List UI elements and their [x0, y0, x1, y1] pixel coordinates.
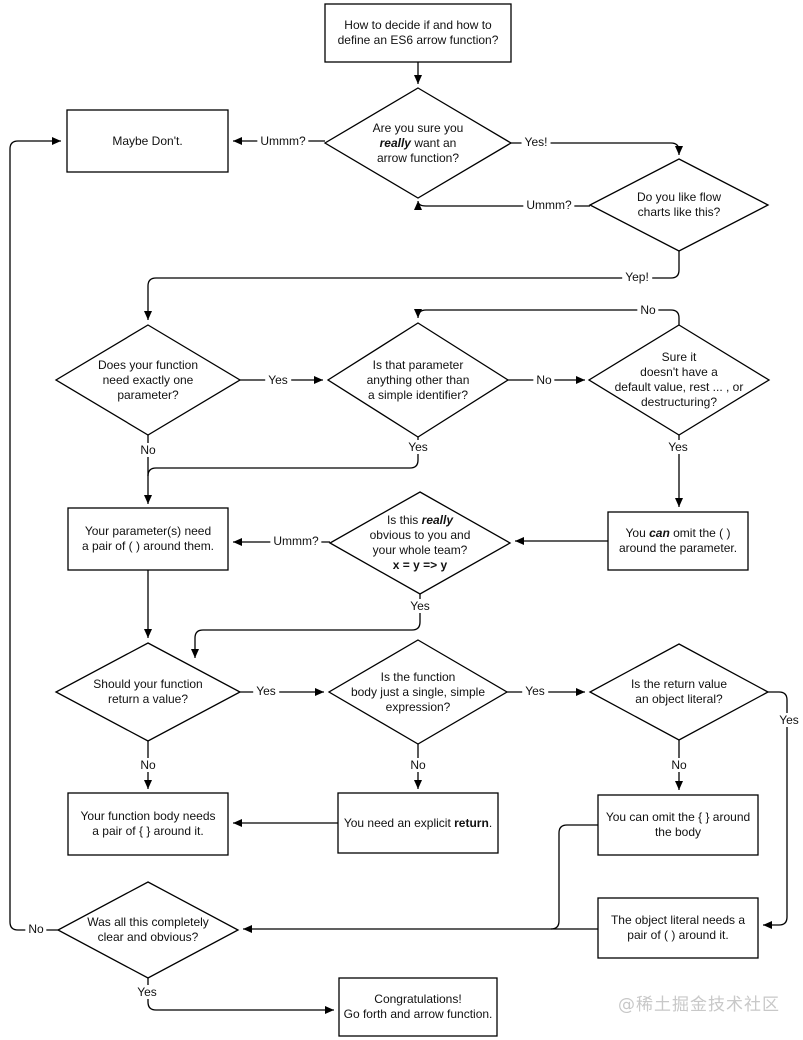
edge-label-ummm-3: Ummm? [270, 534, 322, 548]
watermark-text: @稀土掘金技术社区 [618, 995, 780, 1015]
connector-ummm-back-to-want-arrow [414, 200, 590, 211]
edge-label-yes-no-default: Yes [665, 440, 691, 454]
connector-yes-obvious-to-return-value [191, 594, 421, 658]
node-like-flowcharts-diamond [588, 158, 770, 252]
node-param-not-simple-diamond [326, 322, 510, 438]
node-need-braces-box [67, 792, 229, 856]
congrats-text: Congratulations!Go forth and arrow funct… [343, 992, 493, 1021]
edge-label-no-clear: No [25, 922, 47, 936]
node-can-omit-parens-box [607, 511, 749, 571]
edge-label-yes-return: Yes [253, 684, 279, 698]
edge-label-ummm-1: Ummm? [257, 134, 309, 148]
connector-yes-not-simple-merge [147, 437, 419, 477]
edge-label-yes-not-simple: Yes [405, 440, 431, 454]
node-want-arrow-diamond [323, 87, 513, 199]
edge-label-no-object-literal: No [668, 758, 690, 772]
connector-yep-to-one-param [144, 251, 680, 320]
node-no-default-diamond [587, 324, 771, 436]
node-maybe-dont-box [66, 109, 229, 173]
edge-label-yes-obvious: Yes [407, 599, 433, 613]
can-omit-parens-text: You can omit the ( )around the parameter… [618, 526, 738, 555]
node-obvious-diamond [328, 491, 512, 595]
connector-no-clear-to-maybe-dont [9, 137, 61, 931]
edge-label-yes-object-literal: Yes [776, 713, 802, 727]
edge-label-yes-clear: Yes [134, 985, 160, 999]
connector-omit-braces-merge [550, 824, 598, 930]
edge-label-no-loop: No [637, 303, 659, 317]
node-return-value-diamond [54, 642, 242, 742]
node-object-parens-box [597, 897, 759, 959]
edge-label-no-return: No [137, 758, 159, 772]
connector-yes-to-like-flowcharts [510, 142, 683, 155]
connector-yes-clear-to-congrats [147, 978, 334, 1014]
node-explicit-return-box [337, 792, 499, 854]
edge-label-no-single: No [407, 758, 429, 772]
edge-label-ummm-2: Ummm? [523, 198, 575, 212]
node-object-literal-diamond [588, 643, 770, 741]
node-clear-diamond [56, 881, 240, 979]
edge-label-yep: Yep! [622, 270, 652, 284]
connector-no-loop-back-to-not-simple [414, 308, 680, 325]
edge-label-yes-one-param: Yes [265, 373, 291, 387]
edge-label-yes-single: Yes [522, 684, 548, 698]
edge-label-no-not-simple: No [533, 373, 555, 387]
node-need-parens-box [67, 507, 229, 571]
connector-yes-object-literal-to-object-parens [763, 691, 788, 929]
maybe-dont-text: Maybe Don't. [112, 133, 183, 148]
node-omit-braces-box [597, 794, 759, 856]
node-one-param-diamond [54, 324, 242, 436]
node-start-box [324, 3, 512, 63]
explicit-return-text: You need an explicit return. [343, 815, 493, 830]
edge-label-yes-want-arrow: Yes! [521, 135, 551, 149]
edge-label-no-one-param: No [137, 443, 159, 457]
node-single-expr-diamond [327, 639, 509, 745]
node-congrats-box [338, 977, 498, 1037]
